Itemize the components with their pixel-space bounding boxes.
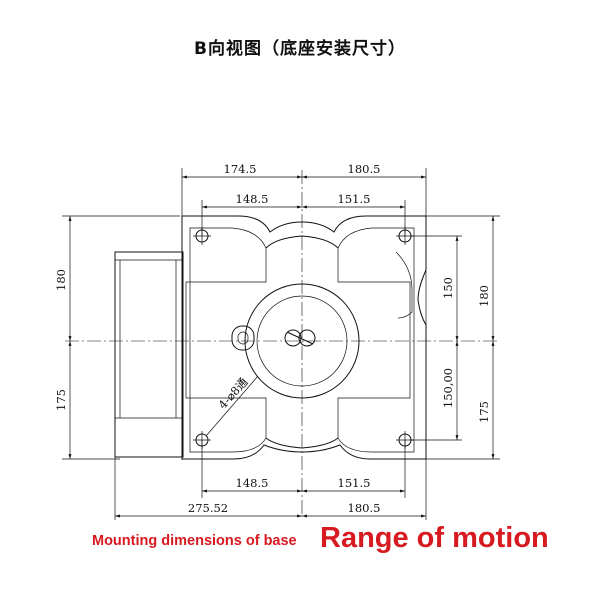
centerlines <box>65 170 500 515</box>
dim-top-right-inner: 151.5 <box>338 192 371 206</box>
dim-right-inner-lower: 150,00 <box>441 368 455 408</box>
dim-bottom-left-inner: 148.5 <box>236 476 269 490</box>
mounting-hole-icon <box>193 227 211 245</box>
mounting-hole-icon <box>396 227 414 245</box>
dim-top-left-outer: 174.5 <box>224 162 257 176</box>
dim-right-outer-lower: 175 <box>477 401 491 423</box>
dimension-lines <box>68 175 495 518</box>
dim-right-outer-upper: 180 <box>477 285 491 307</box>
dim-left-lower: 175 <box>54 389 68 411</box>
dim-left-upper: 180 <box>54 269 68 291</box>
dim-top-right-outer: 180.5 <box>348 162 381 176</box>
dim-top-left-inner: 148.5 <box>236 192 269 206</box>
caption-range-of-motion: Range of motion <box>320 522 549 554</box>
dimension-labels: 174.5 180.5 148.5 151.5 148.5 151.5 275.… <box>54 162 491 515</box>
dim-bottom-right-inner: 151.5 <box>338 476 371 490</box>
page-title: B向视图（底座安装尺寸） <box>194 39 406 59</box>
base-plate <box>114 215 427 460</box>
mounting-hole-icon <box>193 431 211 449</box>
dim-bottom-left-outer: 275.52 <box>188 501 228 515</box>
dim-bottom-right-outer: 180.5 <box>348 501 381 515</box>
caption-mounting-dimensions: Mounting dimensions of base <box>92 533 297 549</box>
extension-lines <box>62 168 500 520</box>
hole-note: 4-⌀8通 <box>215 375 250 412</box>
dim-right-inner-upper: 150 <box>441 277 455 299</box>
mounting-hole-icon <box>396 431 414 449</box>
